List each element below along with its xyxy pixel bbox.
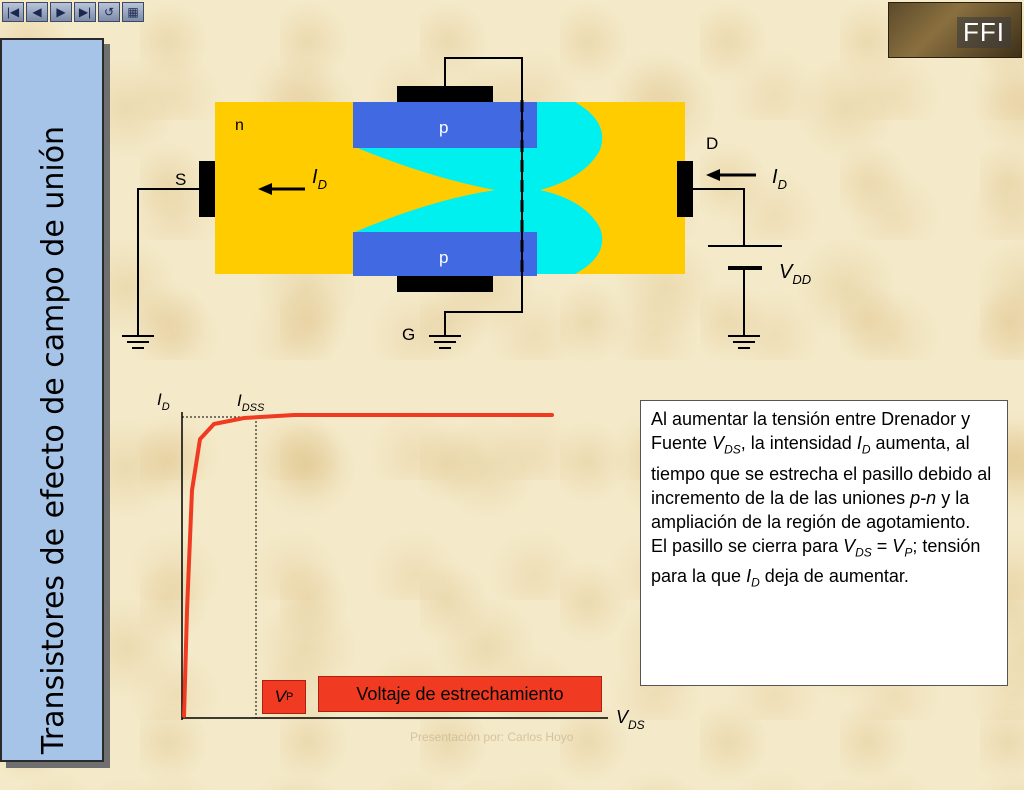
source-label: S xyxy=(175,170,186,189)
id-right-label: ID xyxy=(772,166,787,192)
n-label: n xyxy=(235,117,244,134)
p-region-bottom xyxy=(353,232,537,276)
vp-subscript: P xyxy=(286,691,294,703)
first-slide-button[interactable]: |◀ xyxy=(2,2,24,22)
vdd-label: VDD xyxy=(779,261,811,287)
p-region-top xyxy=(353,102,537,148)
id-vds-chart: ID IDSS VDS xyxy=(157,390,645,732)
last-slide-button[interactable]: ▶| xyxy=(74,2,96,22)
gate-contact-bottom xyxy=(397,276,493,292)
gate-contact-top xyxy=(397,86,493,102)
current-arrow-right xyxy=(706,169,756,181)
current-arrow-left xyxy=(258,183,305,195)
return-button[interactable]: ↺ xyxy=(98,2,120,22)
slide-navigation: |◀ ◀ ▶ ▶| ↺ ▦ xyxy=(2,2,144,22)
gate-label: G xyxy=(402,325,415,344)
explanation-box: Al aumentar la tensión entre Drenador y … xyxy=(640,400,1008,686)
id-vds-curve xyxy=(182,413,554,718)
ground-symbol-source xyxy=(122,335,154,349)
drain-contact xyxy=(677,161,693,217)
footer-credit: Presentación por: Carlos Hoyo xyxy=(410,730,574,744)
source-contact xyxy=(199,161,215,217)
depletion-region-top xyxy=(355,102,603,190)
sidebar: Transistores de efecto de campo de unión xyxy=(0,38,104,762)
vp-symbol: V xyxy=(274,687,286,706)
p-bottom-label: p xyxy=(439,248,448,267)
previous-slide-button[interactable]: ◀ xyxy=(26,2,48,22)
logo-text: FFI xyxy=(957,17,1011,48)
drain-label: D xyxy=(706,134,718,153)
chart-y-label: ID xyxy=(157,390,170,413)
id-left-label: ID xyxy=(312,166,327,192)
calculator-button[interactable]: ▦ xyxy=(122,2,144,22)
jfet-diagram: n p p S D G ID ID VDD ID IDSS VDS xyxy=(122,57,811,732)
ground-symbol-drain xyxy=(728,335,760,349)
pinch-off-label-box: Voltaje de estrechamiento xyxy=(318,676,602,712)
p-top-label: p xyxy=(439,118,448,137)
drain-wire xyxy=(693,188,745,246)
source-wire xyxy=(137,188,199,336)
ground-symbol-gate xyxy=(429,335,461,349)
next-slide-button[interactable]: ▶ xyxy=(50,2,72,22)
chart-x-label: VDS xyxy=(616,707,645,732)
idss-label: IDSS xyxy=(237,391,265,414)
ffi-logo: FFI xyxy=(888,2,1022,58)
